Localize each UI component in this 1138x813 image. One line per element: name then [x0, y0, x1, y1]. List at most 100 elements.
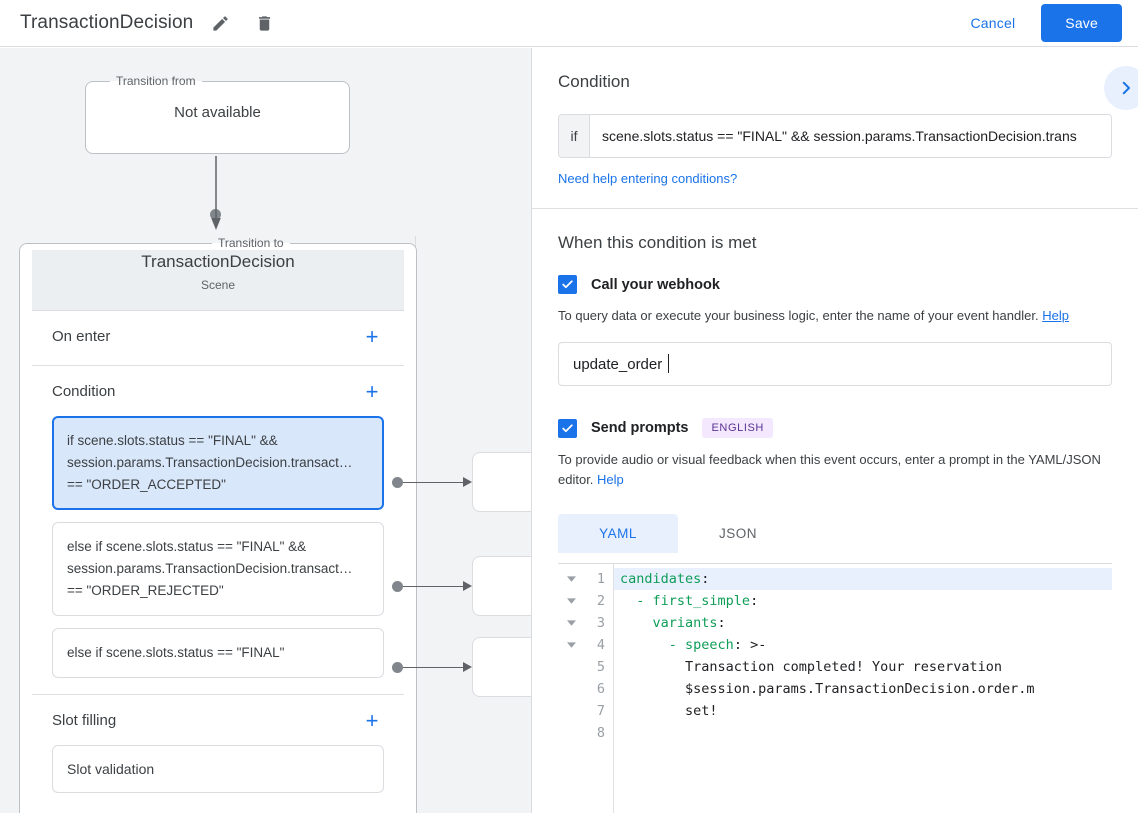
on-enter-title: On enter	[52, 328, 111, 346]
condition-if-prefix: if	[559, 115, 590, 157]
prompts-label: Send prompts	[591, 420, 689, 436]
scene-graph-inner: Transition from Not available Transition…	[0, 48, 531, 813]
connector-dot-cond-1	[392, 581, 403, 592]
connector-dot-cond-2	[392, 662, 403, 673]
page-title: TransactionDecision	[20, 12, 194, 33]
target-node-stub-2[interactable]	[472, 637, 531, 697]
scene-graph-canvas[interactable]: Transition from Not available Transition…	[0, 48, 531, 813]
webhook-handler-input[interactable]	[558, 342, 1112, 386]
scene-node-name: TransactionDecision	[141, 251, 295, 271]
slot-validation-card[interactable]: Slot validation	[52, 744, 384, 793]
scene-node-type: Scene	[200, 277, 236, 292]
transition-from-value: Not available	[174, 103, 261, 121]
line-number: 8	[596, 725, 605, 741]
line-number: 4	[596, 637, 605, 653]
text-caret	[668, 354, 669, 373]
transition-from-node[interactable]: Transition from Not available	[85, 74, 350, 154]
prompts-checkbox[interactable]	[558, 418, 577, 438]
condition-card-1[interactable]: else if scene.slots.status == "FINAL" &&…	[52, 521, 384, 616]
condition-card-2[interactable]: else if scene.slots.status == "FINAL"	[52, 627, 384, 678]
editor-code-area[interactable]: candidates: - first_simple: variants: - …	[614, 564, 1112, 813]
check-icon	[562, 280, 573, 289]
connector-arrow-cond-2	[463, 662, 472, 672]
code-line: - speech: >-	[668, 637, 767, 653]
condition-input[interactable]	[590, 115, 1111, 157]
on-enter-header: On enter +	[52, 325, 384, 349]
condition-title: Condition	[52, 383, 116, 401]
fold-spacer	[558, 700, 584, 722]
webhook-checkbox[interactable]	[558, 275, 577, 294]
panel-condition-heading: Condition	[558, 72, 630, 91]
trash-icon[interactable]	[247, 6, 281, 40]
editor-fold-gutter	[558, 564, 584, 813]
fold-arrow-icon[interactable]	[558, 612, 584, 634]
editor-line-numbers: 1 2 3 4 5 6 7 8	[584, 564, 614, 813]
line-number: 6	[596, 681, 605, 697]
connector-edge-cond-2	[403, 667, 466, 668]
transition-to-legend: Transition to	[218, 236, 284, 250]
prompts-hint: To provide audio or visual feedback when…	[558, 450, 1112, 490]
chevron-right-icon[interactable]	[1104, 66, 1138, 110]
webhook-label: Call your webhook	[591, 276, 720, 293]
section-condition: Condition + if scene.slots.status == "FI…	[32, 365, 404, 695]
tab-json[interactable]: JSON	[718, 526, 757, 541]
fold-arrow-icon[interactable]	[558, 568, 584, 590]
yaml-editor[interactable]: 1 2 3 4 5 6 7 8 candidates: - first_simple: var…	[558, 563, 1112, 813]
code-line: $session.params.TransactionDecision.orde…	[620, 681, 1035, 697]
webhook-checkbox-row[interactable]: Call your webhook	[558, 275, 1112, 294]
code-line	[614, 722, 1112, 744]
slot-filling-header: Slot filling +	[52, 709, 384, 733]
webhook-hint: To query data or execute your business l…	[558, 306, 1112, 326]
transition-from-legend: Transition from	[116, 74, 196, 88]
chevron-right-icon-glyph	[1122, 81, 1130, 95]
prompts-checkbox-row[interactable]: Send prompts ENGLISH	[558, 418, 1112, 438]
line-number: 2	[596, 593, 605, 609]
fold-spacer	[558, 656, 584, 678]
prompts-help-link[interactable]: Help	[597, 472, 624, 487]
section-slot-filling: Slot filling + Slot validation	[32, 694, 404, 809]
condition-card-0[interactable]: if scene.slots.status == "FINAL" && sess…	[52, 415, 384, 510]
check-icon	[562, 423, 573, 432]
tab-yaml[interactable]: YAML	[558, 514, 678, 553]
webhook-help-link[interactable]: Help	[1042, 308, 1069, 323]
connector-arrow-cond-0	[463, 477, 472, 487]
scene-node-header[interactable]: TransactionDecision Scene	[32, 249, 404, 311]
condition-help-link[interactable]: Need help entering conditions?	[558, 171, 738, 186]
pencil-icon[interactable]	[203, 6, 237, 40]
add-slot-filling-button[interactable]: +	[365, 707, 379, 733]
slot-filling-title: Slot filling	[52, 712, 117, 730]
fold-arrow-icon[interactable]	[558, 634, 584, 656]
connector-arrow-cond-1	[463, 581, 472, 591]
code-line: Transaction completed! Your reservation	[620, 659, 1003, 675]
condition-field[interactable]: if	[558, 114, 1112, 158]
code-line: - first_simple:	[636, 593, 759, 609]
connector-edge-cond-0	[403, 482, 466, 483]
pencil-icon-glyph	[213, 15, 228, 31]
add-condition-button[interactable]: +	[365, 378, 379, 404]
save-button[interactable]: Save	[1041, 4, 1122, 42]
line-number: 7	[596, 703, 605, 719]
target-node-stub-0[interactable]	[472, 452, 531, 512]
language-badge: ENGLISH	[702, 418, 773, 438]
fold-arrow-icon[interactable]	[558, 590, 584, 612]
when-met-heading: When this condition is met	[558, 233, 757, 252]
detail-panel: Condition if Need help entering conditio…	[531, 48, 1138, 813]
section-on-enter: On enter +	[32, 310, 404, 366]
target-node-stub-1[interactable]	[472, 556, 531, 616]
cancel-button[interactable]: Cancel	[959, 7, 1028, 39]
line-number: 5	[596, 659, 605, 675]
transition-arrow-down	[211, 156, 221, 230]
webhook-input-wrap	[558, 326, 1112, 386]
line-number: 1	[596, 571, 605, 587]
code-line: candidates:	[614, 568, 1112, 590]
add-on-enter-button[interactable]: +	[365, 323, 379, 349]
connector-dot-cond-0	[392, 477, 403, 488]
line-number: 3	[596, 615, 605, 631]
prompts-hint-text: To provide audio or visual feedback when…	[558, 452, 1101, 487]
code-line: variants:	[652, 615, 726, 631]
connector-edge-cond-1	[403, 586, 466, 587]
fold-spacer	[558, 722, 584, 744]
fold-spacer	[558, 678, 584, 700]
trash-icon-glyph	[258, 15, 270, 31]
